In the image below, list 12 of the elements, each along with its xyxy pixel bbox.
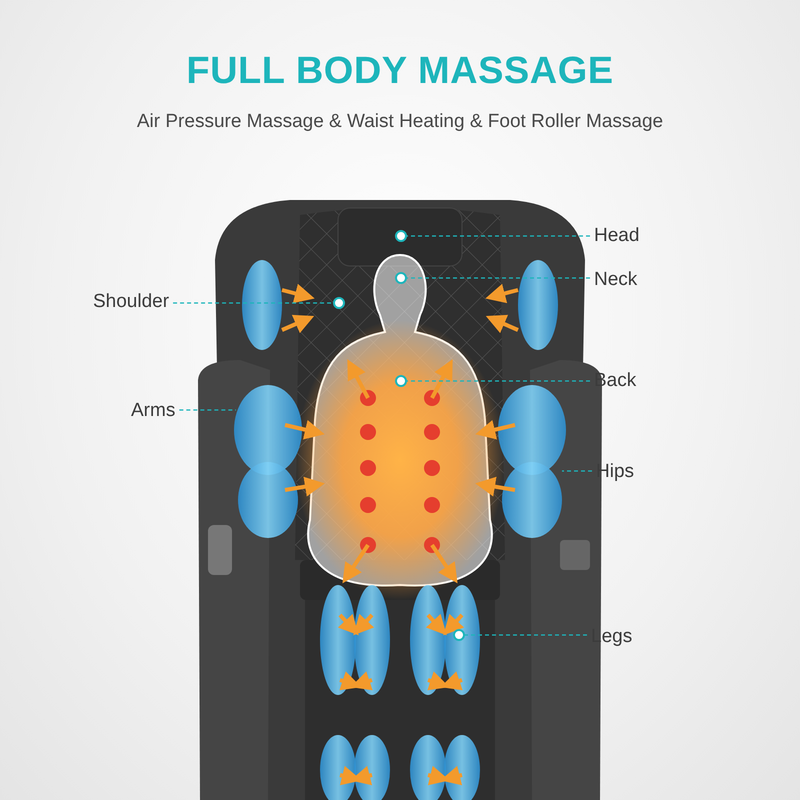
leader-line (465, 634, 587, 636)
body-part-label: Shoulder (93, 291, 170, 313)
body-part-label: Neck (594, 269, 638, 291)
body-part-label: Arms (131, 400, 176, 422)
leader-line (407, 277, 590, 279)
leader-line (562, 470, 592, 472)
subtitle: Air Pressure Massage & Waist Heating & Foot Roller Massage (136, 111, 664, 133)
leader-line (179, 409, 236, 411)
title: FULL BODY MASSAGE (185, 50, 615, 93)
body-part-label: Head (594, 225, 640, 247)
leader-line (173, 302, 333, 304)
leader-line (407, 380, 590, 382)
